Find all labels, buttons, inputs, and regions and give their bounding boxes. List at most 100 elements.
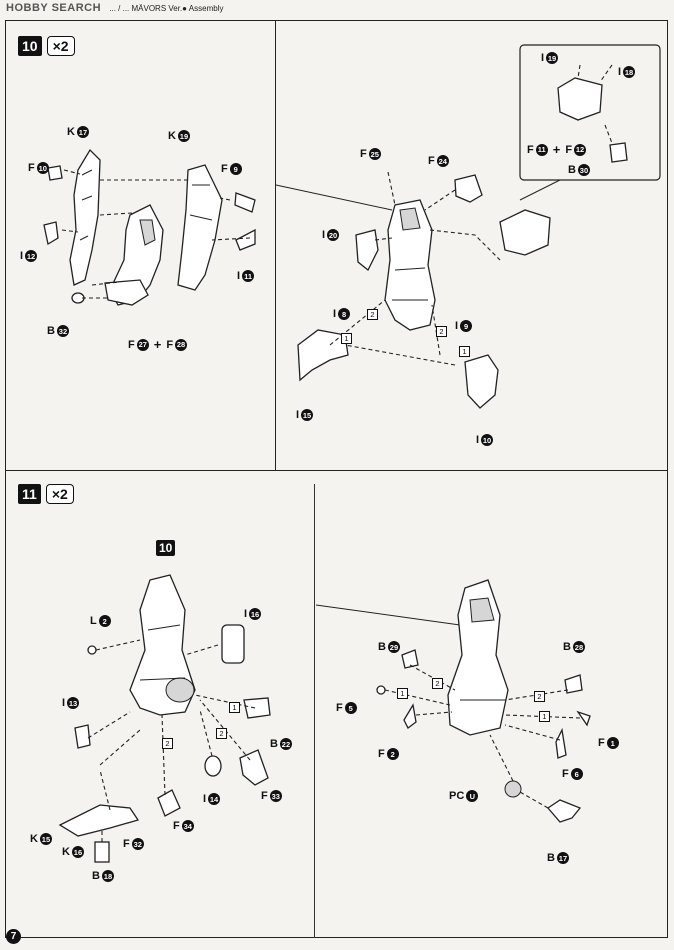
- part-b22-drawing: [243, 697, 271, 719]
- part-b29-drawing: [401, 649, 419, 669]
- header-caption: ... / ... MÄVORS Ver.● Assembly: [109, 4, 224, 13]
- part-f9-drawing: [234, 192, 256, 213]
- page-frame: [5, 20, 668, 938]
- page-number: 7: [6, 929, 21, 944]
- reference-step-badge: 10: [156, 540, 176, 556]
- part-f33-drawing: [239, 749, 269, 786]
- marker-1: 1: [459, 346, 470, 357]
- leg-part-f27-drawing: [109, 204, 164, 306]
- part-i11-drawing: [235, 228, 256, 251]
- marker-2: 2: [534, 691, 545, 702]
- leg-assembly-step11-right-drawing: [447, 579, 509, 736]
- leg-part-k19-drawing: [177, 164, 223, 291]
- part-pcu-drawing: [504, 780, 522, 798]
- inset-block-drawing: [557, 77, 603, 121]
- part-i15-drawing: [297, 329, 349, 382]
- part-i20-drawing: [355, 229, 379, 272]
- step-number: 11: [18, 484, 41, 504]
- marker-2: 2: [367, 309, 378, 320]
- part-f5-drawing: [376, 685, 386, 695]
- section-divider: [5, 470, 668, 471]
- part-b18-drawing: [94, 841, 110, 863]
- part-i13-drawing: [74, 724, 91, 749]
- part-b30-drawing: [609, 142, 628, 163]
- quantity-badge: ×2: [46, 36, 75, 56]
- part-i12-drawing: [43, 221, 59, 246]
- marker-2: 2: [162, 738, 173, 749]
- part-b17-drawing: [547, 799, 582, 823]
- ankle-block-drawing: [499, 209, 551, 256]
- step11-divider: [314, 484, 315, 938]
- part-f1-drawing: [576, 710, 591, 727]
- detail-inset-box: [519, 44, 661, 181]
- part-l2-drawing: [87, 645, 97, 655]
- part-f10-drawing: [47, 165, 63, 181]
- part-f32-drawing: [58, 804, 140, 837]
- step10-divider: [275, 20, 276, 470]
- connector-line: [315, 604, 461, 626]
- part-f6-drawing: [555, 727, 567, 759]
- part-i10-drawing: [464, 354, 499, 409]
- part-i14-drawing: [204, 755, 222, 777]
- step11-header: 11 ×2: [18, 484, 74, 504]
- part-i16-drawing: [221, 624, 245, 664]
- part-b28-drawing: [564, 674, 583, 694]
- step10-header: 10 ×2: [18, 36, 75, 56]
- thigh-assembly-drawing: [384, 199, 436, 331]
- leg-part-k17-drawing: [69, 148, 101, 286]
- marker-1: 1: [229, 702, 240, 713]
- marker-2: 2: [432, 678, 443, 689]
- leg-assembly-step11-left-drawing: [129, 574, 196, 716]
- part-f34-drawing: [157, 789, 181, 817]
- marker-2: 2: [436, 326, 447, 337]
- marker-1: 1: [397, 688, 408, 699]
- quantity-badge: ×2: [45, 484, 74, 504]
- marker-1: 1: [539, 711, 550, 722]
- marker-2: 2: [216, 728, 227, 739]
- part-f2-drawing: [403, 703, 417, 729]
- hobby-search-logo: HOBBY SEARCH: [6, 2, 102, 14]
- part-f28-drawing: [104, 279, 149, 306]
- marker-1: 1: [341, 333, 352, 344]
- page-header: HOBBY SEARCH ... / ... MÄVORS Ver.● Asse…: [6, 2, 223, 14]
- step-number: 10: [18, 36, 42, 56]
- part-f24-drawing: [454, 174, 483, 203]
